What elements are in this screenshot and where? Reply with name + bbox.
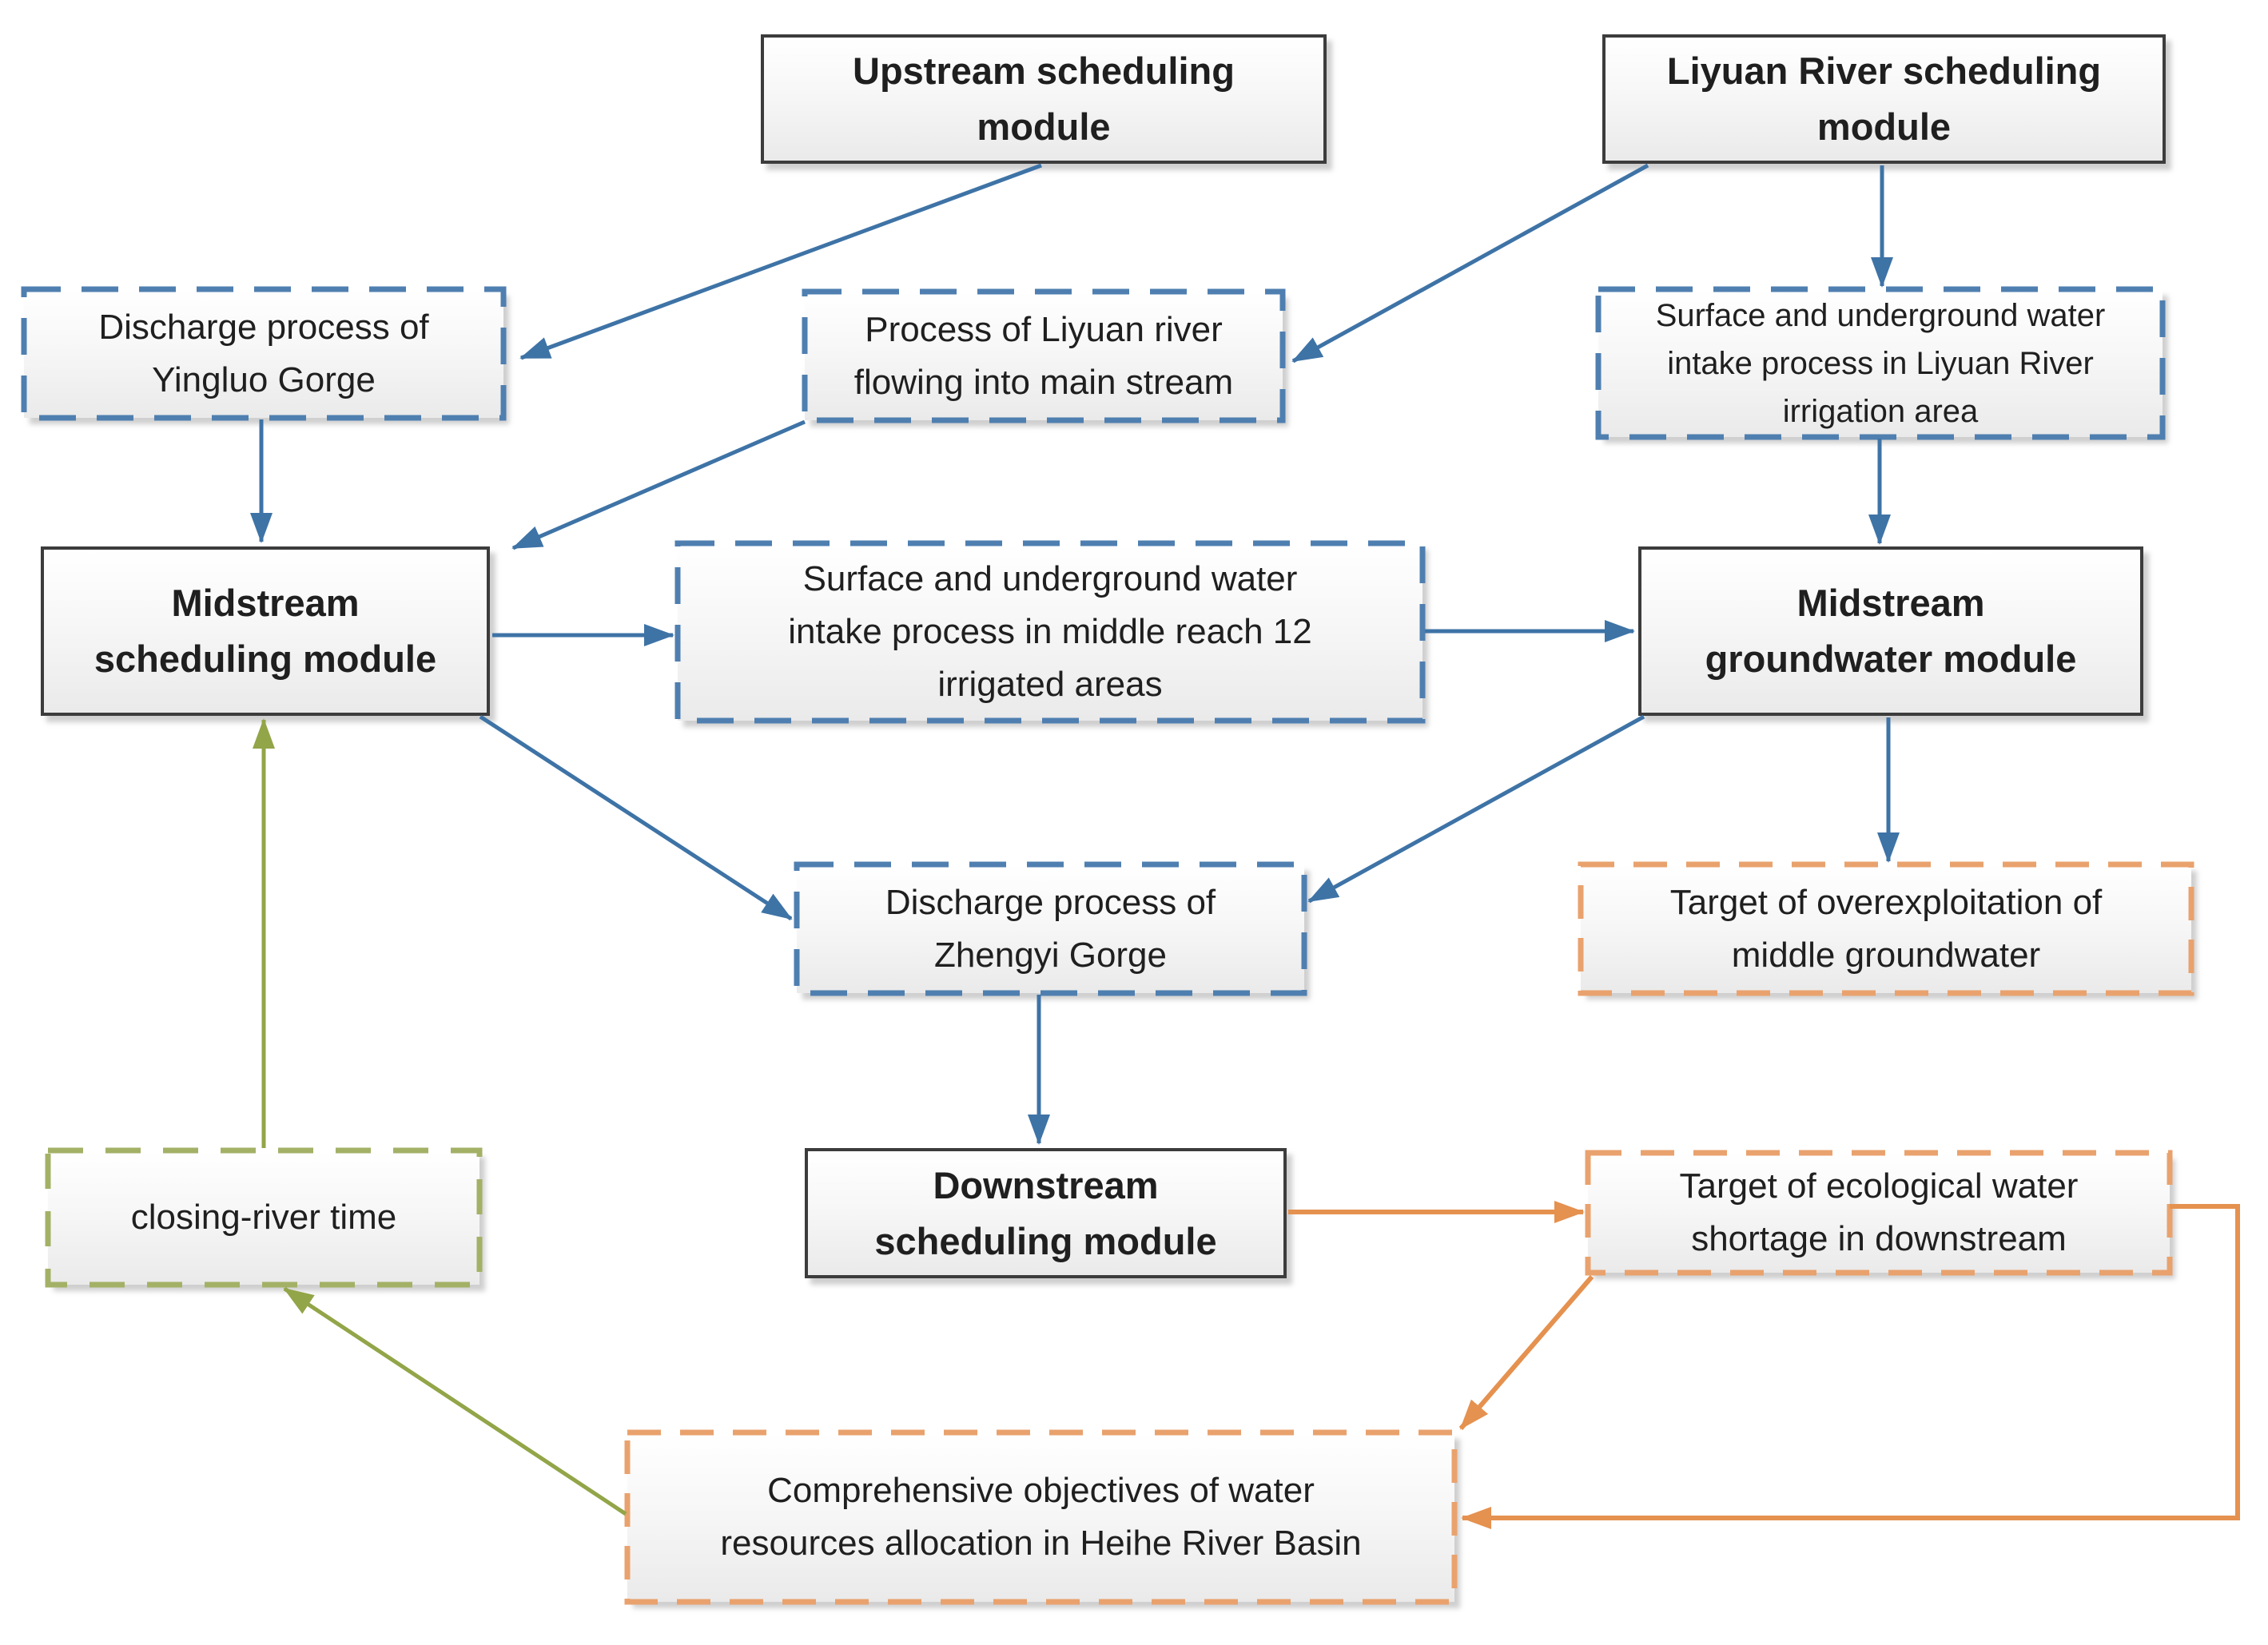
node-label: Discharge process of Zhengyi Gorge — [885, 882, 1216, 975]
node-downstream-scheduling-module: Downstream scheduling module — [805, 1148, 1287, 1278]
node-middle-reach-intake: Surface and underground water intake pro… — [678, 543, 1422, 721]
node-midstream-groundwater-module: Midstream groundwater module — [1638, 546, 2143, 716]
node-label: Downstream scheduling module — [874, 1163, 1217, 1262]
edge-process-to-midstream — [511, 419, 806, 550]
node-midstream-scheduling-module: Midstream scheduling module — [41, 546, 490, 716]
node-label: Midstream groundwater module — [1705, 582, 2077, 680]
node-closing-river-time: closing-river time — [48, 1150, 479, 1285]
node-liyuan-irrigation-intake: Surface and underground water intake pro… — [1598, 289, 2163, 437]
node-discharge-process-zhengyi-gorge: Discharge process of Zhengyi Gorge — [797, 864, 1304, 993]
node-label: Midstream scheduling module — [94, 582, 437, 680]
node-label: closing-river time — [130, 1198, 397, 1237]
node-upstream-scheduling-module: Upstream scheduling module — [761, 34, 1327, 164]
node-label: Target of ecological water shortage in d… — [1679, 1166, 2079, 1258]
node-label: Comprehensive objectives of water resour… — [720, 1471, 1362, 1563]
node-process-liyuan-river: Process of Liyuan river flowing into mai… — [805, 292, 1283, 420]
edge-midstream-to-zhengyi — [479, 714, 793, 921]
node-comprehensive-objectives: Comprehensive objectives of water resour… — [627, 1432, 1454, 1602]
node-label: Target of overexploitation of middle gro… — [1669, 882, 2103, 975]
edge-liyuan-to-process — [1291, 163, 1649, 364]
node-ecological-shortage-target: Target of ecological water shortage in d… — [1588, 1153, 2170, 1273]
edge-comprehensive-to-closing-river — [283, 1286, 627, 1516]
node-label: Discharge process of Yingluo Gorge — [98, 307, 429, 399]
node-label: Surface and underground water intake pro… — [1655, 297, 2106, 429]
node-label: Upstream scheduling module — [853, 50, 1235, 148]
node-label: Process of Liyuan river flowing into mai… — [853, 309, 1234, 402]
node-overexploitation-target: Target of overexploitation of middle gro… — [1581, 864, 2191, 993]
node-discharge-process-yingluo-gorge: Discharge process of Yingluo Gorge — [24, 289, 503, 418]
node-liyuan-river-scheduling-module: Liyuan River scheduling module — [1602, 34, 2166, 164]
edge-ecological-to-comprehensive-diagonal — [1458, 1275, 1594, 1430]
node-label: Liyuan River scheduling module — [1666, 50, 2102, 148]
node-label: Surface and underground water intake pro… — [788, 559, 1312, 704]
